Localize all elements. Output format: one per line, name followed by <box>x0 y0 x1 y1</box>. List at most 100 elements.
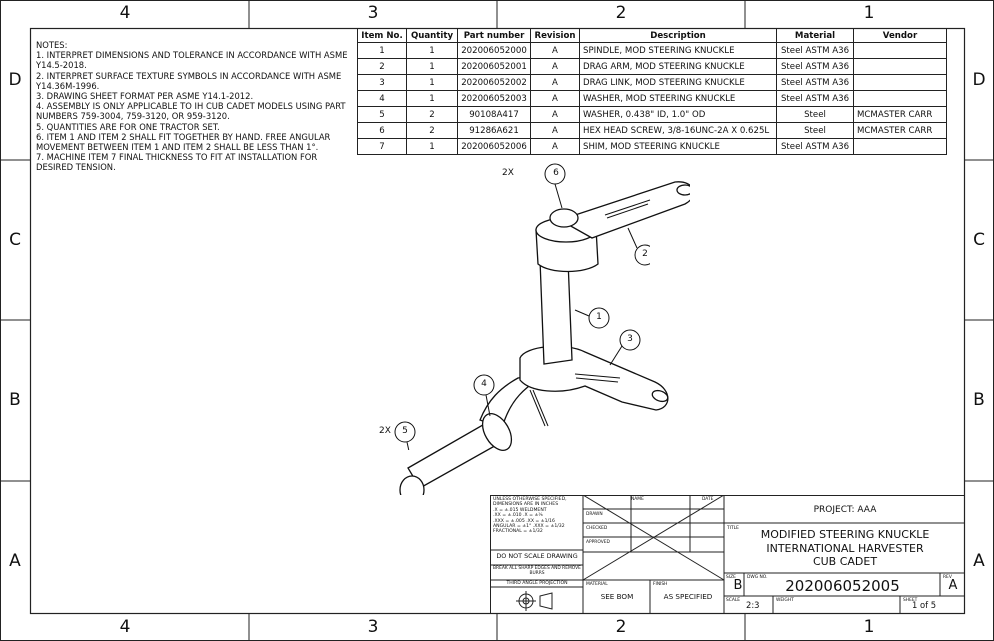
tolerance-block: UNLESS OTHERWISE SPECIFIED, DIMENSIONS A… <box>493 497 583 535</box>
bom-cell: 202006052006 <box>457 138 531 155</box>
balloon-4-label: 4 <box>481 379 487 389</box>
bom-cell: A <box>530 58 580 75</box>
scale-value: 2:3 <box>746 600 760 610</box>
balloon-5 <box>394 421 416 443</box>
bom-cell: WASHER, 0.438" ID, 1.0" OD <box>579 106 777 123</box>
finish-value: AS SPECIFIED <box>663 592 713 601</box>
bom-cell <box>853 138 947 155</box>
zone-row-b-right: B <box>973 390 985 410</box>
zone-row-b-left: B <box>9 390 21 410</box>
balloon-2 <box>634 244 650 266</box>
bom-cell <box>853 74 947 91</box>
bom-cell: 2 <box>406 122 458 139</box>
note-5: 5. QUANTITIES ARE FOR ONE TRACTOR SET. <box>36 121 220 132</box>
balloon-2-label: 2 <box>642 249 648 259</box>
zone-row-a-right: A <box>973 551 985 571</box>
bom-header-row: Item No. Quantity Part number Revision D… <box>357 28 947 43</box>
assembly-drawing <box>399 181 690 495</box>
note-3: 3. DRAWING SHEET FORMAT PER ASME Y14.1-2… <box>36 91 254 102</box>
bom-cell: 202006052001 <box>457 58 531 75</box>
bom-cell: A <box>530 42 580 59</box>
bom-cell <box>853 42 947 59</box>
break-edges-note: BREAK ALL SHARP EDGES AND REMOVE BURRS <box>493 566 581 576</box>
note-2: 2. INTERPRET SURFACE TEXTURE SYMBOLS IN … <box>36 70 342 91</box>
bom-cell: Steel ASTM A36 <box>776 138 854 155</box>
bom-cell: A <box>530 138 580 155</box>
bom-cell: DRAG LINK, MOD STEERING KNUCKLE <box>579 74 777 91</box>
title-line-3: CUB CADET <box>812 555 878 568</box>
rev-value: A <box>948 578 958 593</box>
drag-link-hole <box>651 389 669 403</box>
bom-cell: 2 <box>406 106 458 123</box>
bom-header-revision: Revision <box>530 28 580 43</box>
weight-label: WEIGHT <box>776 598 794 603</box>
table-row: 7 1 202006052006 A SHIM, MOD STEERING KN… <box>357 138 947 155</box>
drawing-notes: NOTES: 1. INTERPRET DIMENSIONS AND TOLER… <box>36 40 356 173</box>
balloon-3 <box>619 329 641 351</box>
notes-heading: NOTES: <box>36 40 68 50</box>
bom-header-part-number: Part number <box>457 28 531 43</box>
bom-cell <box>853 90 947 107</box>
tolerance-line: .XXX = ±.005 .XX = ±1/16 <box>493 518 555 524</box>
balloon-4 <box>473 374 495 396</box>
drag-arm-hole <box>676 184 690 196</box>
bom-header-item: Item No. <box>357 28 407 43</box>
balloon-1 <box>588 307 610 329</box>
bom-cell: 1 <box>357 42 407 59</box>
bom-cell: SHIM, MOD STEERING KNUCKLE <box>579 138 777 155</box>
zone-row-c-left: C <box>9 230 21 250</box>
bom-header-quantity: Quantity <box>406 28 458 43</box>
bom-cell: 202006052002 <box>457 74 531 91</box>
drag-arm-item-2 <box>558 181 690 239</box>
name-label: NAME <box>631 497 644 502</box>
size-label: SIZE <box>726 575 736 580</box>
projection-label: THIRD ANGLE PROJECTION <box>506 581 568 586</box>
note-4: 4. ASSEMBLY IS ONLY APPLICABLE TO IH CUB… <box>36 101 346 122</box>
zone-col-3-bottom: 3 <box>367 617 379 637</box>
bom-cell: Steel <box>776 106 854 123</box>
tolerance-line: .XX = ±.010 .X = ±⅛ <box>493 513 543 519</box>
bom-cell: MCMASTER CARR <box>853 106 947 123</box>
balloon-3-label: 3 <box>627 334 633 344</box>
bom-cell: HEX HEAD SCREW, 3/8-16UNC-2A X 0.625L <box>579 122 777 139</box>
washer-item-4 <box>481 413 513 451</box>
bom-cell: A <box>530 106 580 123</box>
balloon-5-label: 5 <box>402 426 408 436</box>
tolerance-line: FRACTIONAL = ±1/32 <box>493 529 543 535</box>
bom-cell: SPINDLE, MOD STEERING KNUCKLE <box>579 42 777 59</box>
note-7: 7. MACHINE ITEM 7 FINAL THICKNESS TO FIT… <box>36 152 318 173</box>
bom-cell: MCMASTER CARR <box>853 122 947 139</box>
screw-head-item-6 <box>549 208 579 228</box>
bom-cell: 3 <box>357 74 407 91</box>
zone-row-d-left: D <box>8 70 22 90</box>
drawn-label: DRAWN <box>586 512 603 517</box>
bill-of-materials: Item No. Quantity Part number Revision D… <box>357 28 947 155</box>
bom-header-description: Description <box>579 28 777 43</box>
dwg-no-label: DWG NO. <box>747 575 768 580</box>
bom-cell: Steel ASTM A36 <box>776 74 854 91</box>
zone-col-2-bottom: 2 <box>615 617 627 637</box>
bom-cell: 202006052003 <box>457 90 531 107</box>
title-label: TITLE <box>727 526 739 531</box>
zone-row-c-right: C <box>973 230 985 250</box>
table-row: 3 1 202006052002 A DRAG LINK, MOD STEERI… <box>357 74 947 91</box>
material-label: MATERIAL <box>586 582 608 587</box>
tolerance-line: DIMENSIONS ARE IN INCHES <box>493 502 559 508</box>
finish-label: FINISH <box>653 582 668 587</box>
note-1: 1. INTERPRET DIMENSIONS AND TOLERANCE IN… <box>36 50 348 71</box>
bom-cell: 1 <box>406 58 458 75</box>
balloon-5-qty: 2X <box>379 426 391 436</box>
bom-cell: Steel ASTM A36 <box>776 90 854 107</box>
bom-cell: Steel <box>776 122 854 139</box>
bom-cell: A <box>530 74 580 91</box>
zone-col-1-top: 1 <box>863 3 875 23</box>
bom-cell: Steel ASTM A36 <box>776 58 854 75</box>
bom-cell: A <box>530 90 580 107</box>
drawing-title: MODIFIED STEERING KNUCKLE INTERNATIONAL … <box>725 528 965 569</box>
size-value: B <box>733 578 743 593</box>
bom-cell: WASHER, MOD STEERING KNUCKLE <box>579 90 777 107</box>
zone-col-3-top: 3 <box>367 3 379 23</box>
table-row: 2 1 202006052001 A DRAG ARM, MOD STEERIN… <box>357 58 947 75</box>
bom-cell: 2 <box>357 58 407 75</box>
